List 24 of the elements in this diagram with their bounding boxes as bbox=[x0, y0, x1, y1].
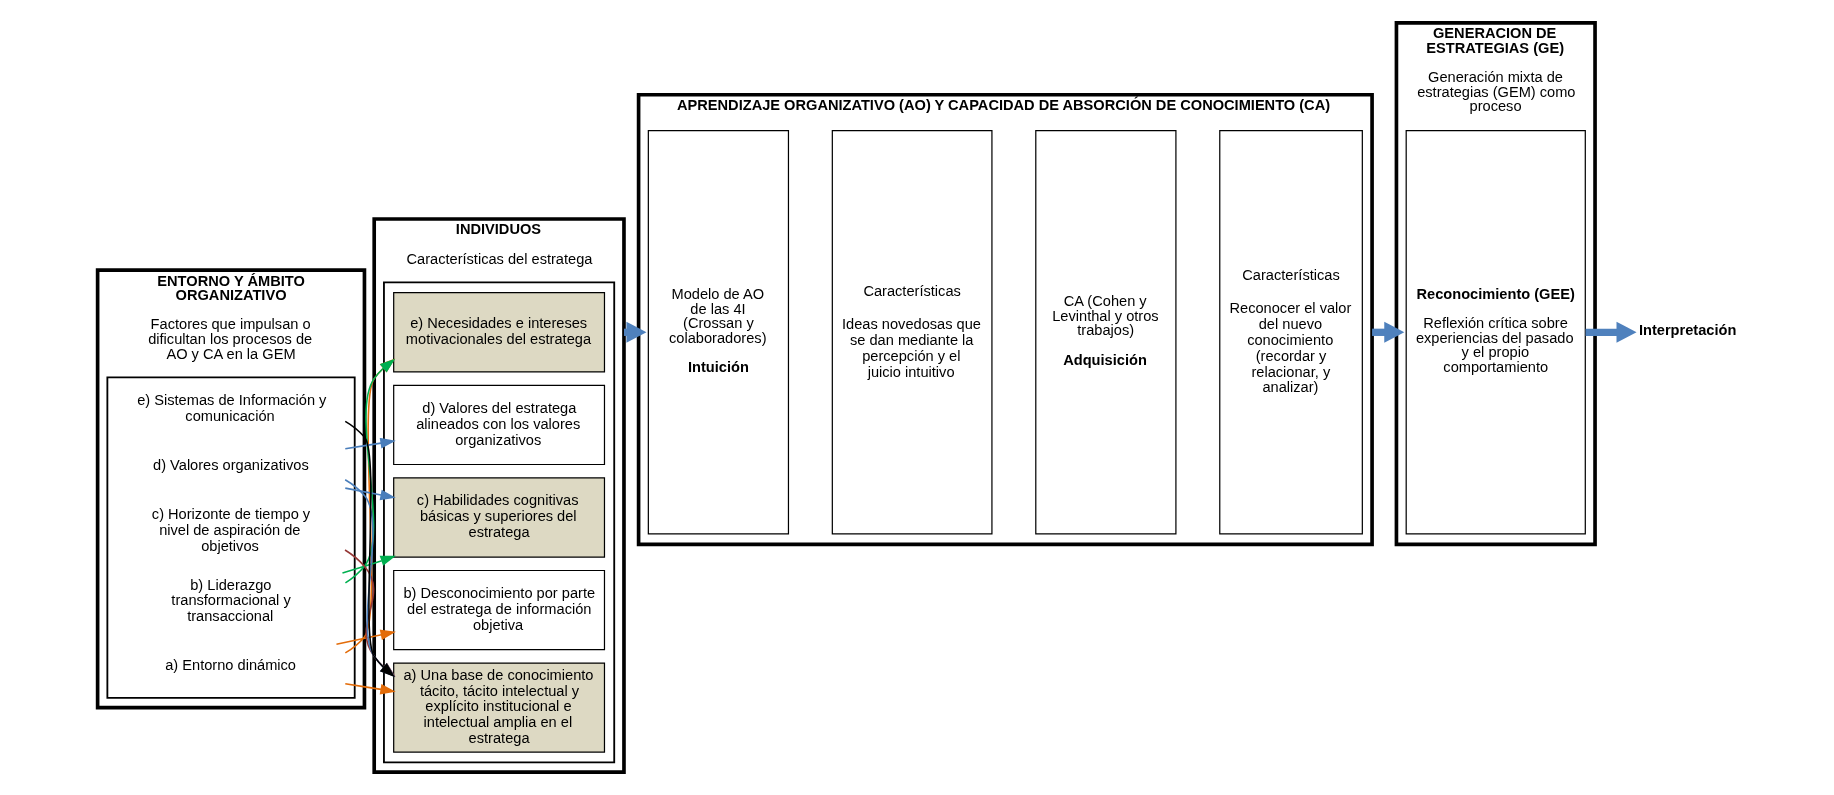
node-box: Reconocimiento (GEE) Reflexión crítica sobre experiencias del pasado y el propio comportamiento bbox=[1405, 130, 1586, 535]
node-box: e) Necesidades e intereses motivacionales del estratega bbox=[393, 292, 606, 373]
node-box: Características Ideas novedosas que se dan mediante la percepción y el juicio intuitivo bbox=[831, 130, 993, 535]
node-text: b) Liderazgo transformacional y transaccional bbox=[171, 576, 291, 625]
node-text: e) Sistemas de Información y comunicación bbox=[137, 391, 327, 424]
arrow bbox=[335, 629, 396, 645]
node-box: a) Una base de conocimiento tácito, tácito intelectual y explícito institucional e intelectual amplia en el estratega bbox=[393, 662, 606, 753]
node-text: a) Entorno dinámico bbox=[165, 656, 296, 673]
arrow bbox=[344, 487, 396, 501]
arrow bbox=[344, 437, 396, 450]
node-text: Interpretación bbox=[1638, 321, 1737, 338]
node-text: c) Horizonte de tiempo y nivel de aspiración de objetivos bbox=[151, 505, 311, 554]
arrow bbox=[1585, 321, 1637, 343]
node-box: c) Habilidades cognitivas básicas y superiores del estratega bbox=[393, 477, 606, 558]
node-box: d) Valores del estratega alineados con los valores organizativos bbox=[393, 384, 606, 466]
node-box: b) Desconocimiento por parte del estratega de información objetiva bbox=[393, 569, 606, 651]
arrow bbox=[341, 555, 396, 574]
node-text: d) Valores organizativos bbox=[153, 457, 309, 474]
cluster bbox=[383, 281, 616, 764]
node-box: Modelo de AO de las 4I (Crossan y colaboradores) Intuición bbox=[647, 130, 790, 535]
node-box: Características Reconocer el valor del nuevo conocimiento (recordar y relacionar, y analizar) bbox=[1219, 130, 1363, 535]
cluster bbox=[106, 376, 356, 699]
node-box: CA (Cohen y Levinthal y otros trabajos) Adquisición bbox=[1035, 130, 1177, 535]
arrow bbox=[344, 683, 396, 695]
